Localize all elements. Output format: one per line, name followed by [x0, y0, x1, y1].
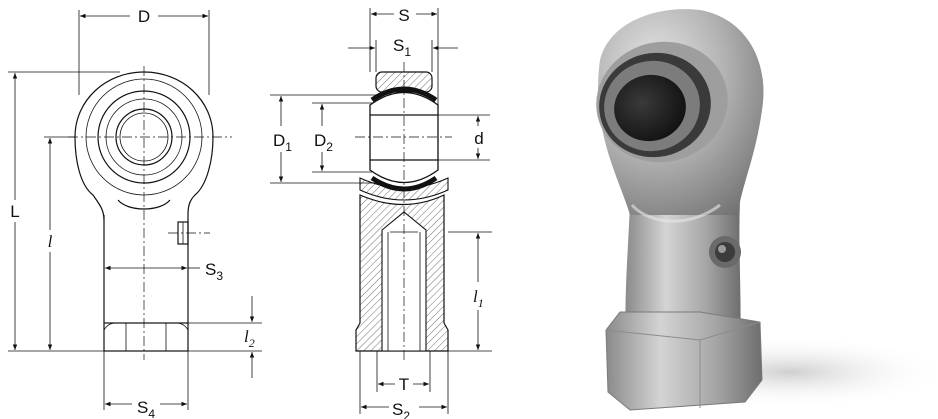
- photo-hex-base: [605, 311, 763, 411]
- photo-bore: [614, 74, 686, 142]
- dim-l1: l1: [473, 287, 484, 310]
- dim-L: L: [10, 202, 19, 221]
- product-photo: [596, 9, 938, 411]
- dim-D1: D1: [273, 131, 292, 154]
- section-view-ball: [369, 92, 439, 183]
- front-view-dimensions: D L l S3 l2 S4: [5, 5, 262, 419]
- section-view-dimensions: S S1 D1 D2 d l1 T: [270, 3, 492, 419]
- dim-S1: S1: [393, 36, 411, 59]
- dim-S: S: [398, 6, 409, 25]
- dim-T: T: [399, 375, 409, 394]
- dim-D2: D2: [314, 131, 333, 154]
- photo-shaft: [625, 200, 741, 345]
- front-view-head-outline: [74, 71, 214, 216]
- dim-S2: S2: [392, 400, 410, 419]
- dim-l: l: [48, 232, 53, 251]
- front-view: [68, 66, 232, 360]
- dim-l2: l2: [244, 327, 255, 350]
- dim-S4: S4: [137, 398, 155, 419]
- dim-D: D: [138, 7, 150, 26]
- dim-d: d: [474, 129, 483, 148]
- section-view: [355, 62, 452, 362]
- dim-S3: S3: [205, 260, 223, 283]
